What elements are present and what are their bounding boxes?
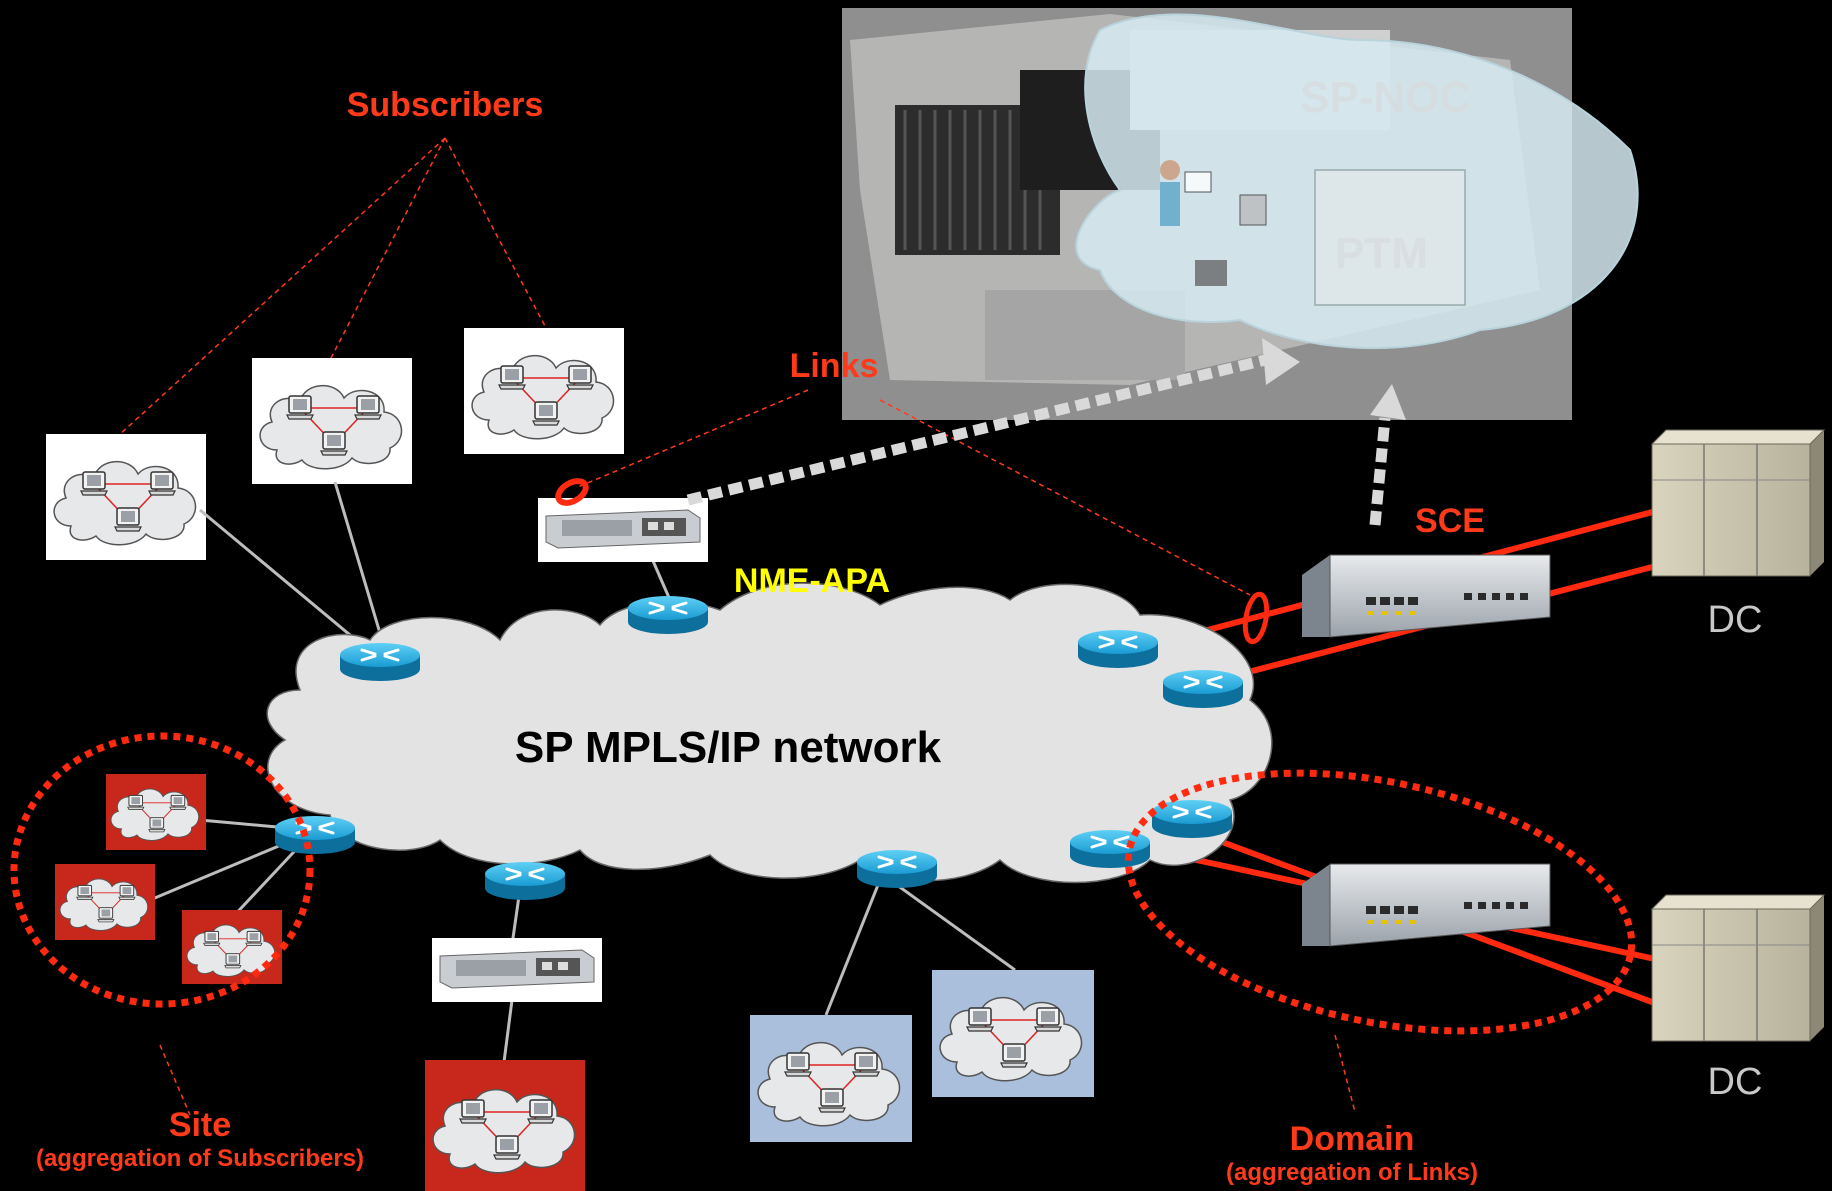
router-icon: [626, 594, 710, 636]
nme-apa-label: NME-APA: [734, 562, 890, 600]
subscribers-label: Subscribers: [347, 86, 544, 124]
links-label: Links: [790, 347, 879, 385]
subscriber-cloud-icon: [750, 1015, 912, 1142]
subscriber-cloud-icon: [46, 434, 206, 560]
domain-label: Domain: [1290, 1120, 1415, 1158]
dc-label-bottom: DC: [1708, 1061, 1763, 1103]
site-subscriber-boxes: [55, 774, 585, 1191]
flow-to-noc: [686, 354, 1391, 526]
isr-router-icon: [537, 497, 709, 563]
noc-box-label: PTM: [1335, 229, 1428, 278]
annotation-lines: [117, 137, 1356, 1116]
datacenter-rack-icon: [1651, 894, 1825, 1042]
dc-label-top: DC: [1708, 599, 1763, 641]
subscriber-group-top: [46, 328, 624, 560]
router-icon: [338, 641, 422, 683]
router-icon: [855, 848, 939, 890]
operator-icon: [1160, 160, 1267, 286]
subscriber-cloud-icon: [182, 910, 282, 984]
router-icon: [273, 814, 357, 856]
sp-mpls-ip-cloud: SP MPLS/IP network: [266, 582, 1273, 884]
router-icon: [483, 860, 567, 902]
sp-noc-panel: SP-NOC PTM: [842, 8, 1639, 420]
router-icon: [1076, 628, 1160, 670]
subscriber-cloud-icon: [464, 328, 624, 454]
isr-router-icon: [431, 937, 603, 1003]
sce-label: SCE: [1415, 502, 1485, 540]
subscriber-cloud-icon: [55, 864, 155, 940]
subscriber-cloud-icon: [425, 1060, 585, 1191]
arrow-head-icon: [1370, 384, 1406, 420]
arrow-head-icon: [1262, 338, 1300, 385]
link-marker-icon: [1242, 591, 1270, 645]
sce-appliance-icon: [1301, 554, 1551, 638]
subscriber-cloud-icon: [932, 970, 1094, 1097]
datacenter-rack-icon: [1651, 429, 1825, 577]
domain-subscriber-boxes: [750, 970, 1094, 1142]
sce-appliance-icon: [1301, 863, 1551, 947]
network-label: SP MPLS/IP network: [515, 723, 942, 772]
domain-sub-label: (aggregation of Links): [1226, 1159, 1478, 1186]
domain-grouping-outline: [1124, 769, 1636, 1035]
site-sub-label: (aggregation of Subscribers): [36, 1145, 364, 1172]
link-marker-icon: [555, 478, 589, 506]
subscriber-cloud-icon: [106, 774, 206, 850]
site-grouping-outline: [10, 732, 314, 1008]
router-icon: [1161, 668, 1245, 710]
site-label: Site: [169, 1106, 231, 1144]
noc-label: SP-NOC: [1300, 73, 1471, 122]
subscriber-cloud-icon: [252, 358, 412, 484]
